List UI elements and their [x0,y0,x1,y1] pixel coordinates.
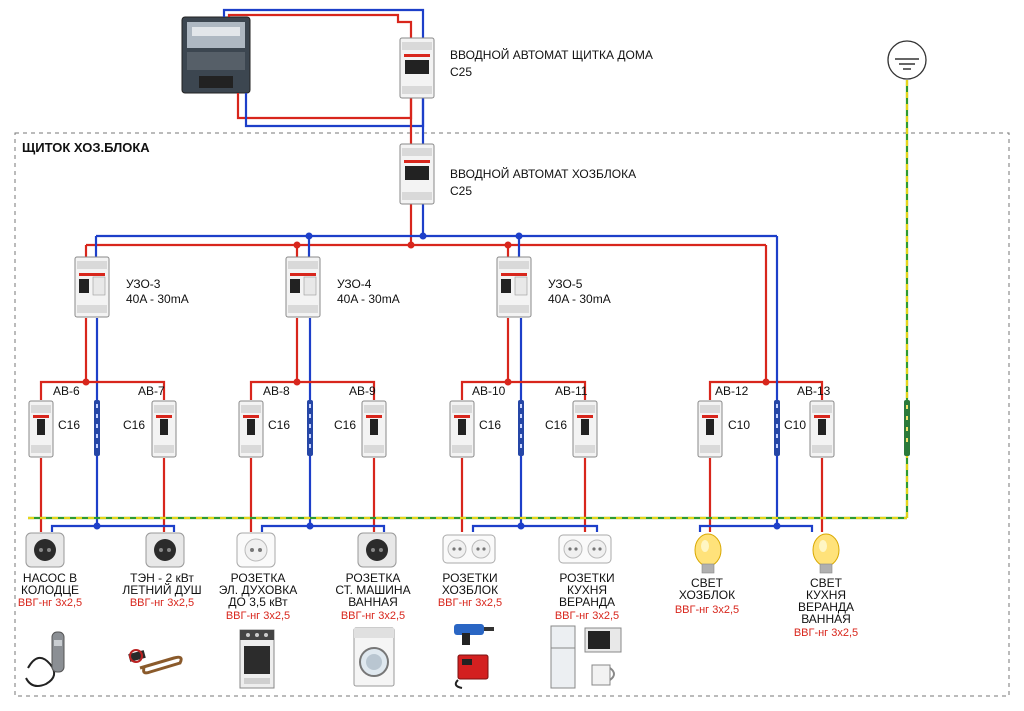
consumer-label: СВЕТ [691,576,724,590]
rcd-name: УЗО-5 [548,277,583,291]
breaker-name: АВ-6 [53,384,80,398]
circuit-breaker-icon [572,400,598,458]
consumer-cable: ВВГ-нг 3х2,5 [794,627,858,639]
breaker-rating: C16 [334,418,356,432]
double-socket-icon [558,534,612,564]
circuit-breaker-icon [449,400,475,458]
socket-icon [145,532,185,568]
consumer-label: ХОЗБЛОК [442,583,498,597]
consumer-label: ВАННАЯ [801,612,851,626]
consumer-label: КОЛОДЦЕ [21,583,79,597]
main-breaker-title: ВВОДНОЙ АВТОМАТ ЩИТКА ДОМА [450,47,653,62]
neutral-bus-bar-icon [518,400,524,456]
consumer-label: КУХНЯ [806,588,846,602]
consumer-cable: ВВГ-нг 3х2,5 [341,610,405,622]
oven-icon [239,629,275,689]
consumer-label: ХОЗБЛОК [679,588,735,602]
consumer-label: ЛЕТНИЙ ДУШ [122,582,201,597]
rcd-rating: 40A - 30mA [126,292,189,306]
outbuilding-breaker-icon [399,143,435,205]
outbuilding-breaker-rating: C25 [450,184,472,198]
breaker-name: АВ-12 [715,384,749,398]
heater-element-icon [128,649,183,675]
socket-icon [236,532,276,568]
circuit-breaker-icon [151,400,177,458]
power-tools-icon [454,624,494,689]
main-breaker-rating: C25 [450,65,472,79]
breaker-name: АВ-11 [555,384,588,398]
circuit-breaker-icon [697,400,723,458]
breaker-rating: C16 [268,418,290,432]
consumer-label: КУХНЯ [567,583,607,597]
consumer-cable: ВВГ-нг 3х2,5 [555,610,619,622]
consumer-label: ВАННАЯ [348,595,398,609]
breaker-name: АВ-10 [472,384,506,398]
neutral-bus-bar-icon [94,400,100,456]
circuit-breaker-icon [809,400,835,458]
socket-icon [25,532,65,568]
consumer-label: НАСОС В [23,571,77,585]
consumer-cable: ВВГ-нг 3х2,5 [18,597,82,609]
breaker-rating: C16 [545,418,567,432]
panel-border [14,132,1010,697]
rcd-rating: 40A - 30mA [337,292,400,306]
circuit-breaker-icon [361,400,387,458]
main-breaker-icon [399,37,435,99]
electricity-meter-icon [181,16,251,94]
breaker-name: АВ-8 [263,384,290,398]
light-bulb-icon [812,533,840,574]
breaker-rating: C16 [123,418,145,432]
circuit-breaker-icon [238,400,264,458]
socket-icon [357,532,397,568]
pump-icon [25,631,65,687]
breaker-rating: C10 [728,418,750,432]
ground-electrode-icon [887,40,927,80]
breaker-name: АВ-7 [138,384,165,398]
rcd-name: УЗО-3 [126,277,161,291]
breaker-name: АВ-13 [797,384,831,398]
breaker-name: АВ-9 [349,384,376,398]
rcd-icon [74,256,110,318]
washing-machine-icon [353,627,395,687]
consumer-label: ЭЛ. ДУХОВКА [219,583,298,597]
neutral-bus-bar-icon [307,400,313,456]
outbuilding-breaker-title: ВВОДНОЙ АВТОМАТ ХОЗБЛОКА [450,166,636,181]
double-socket-icon [442,534,496,564]
consumer-label: ТЭН - 2 кВт [130,571,194,585]
consumer-cable: ВВГ-нг 3х2,5 [226,610,290,622]
consumer-label: РОЗЕТКИ [442,571,497,585]
consumer-label: ВЕРАНДА [798,600,854,614]
neutral-bus-bar-icon [774,400,780,456]
rcd-icon [496,256,532,318]
consumer-label: ДО 3,5 кВт [228,595,288,609]
rcd-name: УЗО-4 [337,277,372,291]
consumer-label: ВЕРАНДА [559,595,615,609]
consumer-label: РОЗЕТКА [346,571,401,585]
rcd-icon [285,256,321,318]
breaker-rating: C10 [784,418,806,432]
circuit-breaker-icon [28,400,54,458]
junction-dots [82,232,781,530]
consumer-label: РОЗЕТКИ [559,571,614,585]
light-bulb-icon [694,533,722,574]
consumer-label: СТ. МАШИНА [335,583,410,597]
breaker-rating: C16 [58,418,80,432]
kitchen-appliances-icon [550,625,622,689]
consumer-label: РОЗЕТКА [231,571,286,585]
panel-title: ЩИТОК ХОЗ.БЛОКА [22,140,150,155]
consumer-label: СВЕТ [810,576,843,590]
rcd-rating: 40A - 30mA [548,292,611,306]
consumer-cable: ВВГ-нг 3х2,5 [675,604,739,616]
consumer-cable: ВВГ-нг 3х2,5 [438,597,502,609]
consumer-cable: ВВГ-нг 3х2,5 [130,597,194,609]
earth-bus-bar-icon [904,400,910,456]
breaker-rating: C16 [479,418,501,432]
